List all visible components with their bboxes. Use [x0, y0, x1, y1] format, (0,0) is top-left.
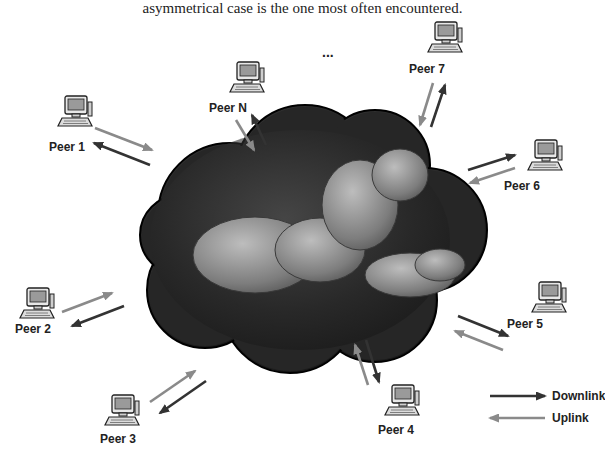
peer-label: Peer 2 — [0, 322, 68, 336]
peer-node: Peer 2 — [0, 322, 68, 336]
legend-label: Uplink — [552, 411, 589, 425]
link-arrows — [62, 83, 515, 413]
legend-entry: Uplink — [552, 411, 589, 425]
peer-node: Peer 4 — [361, 423, 431, 437]
peer-node: Peer N — [193, 101, 263, 115]
peer-node: Peer 3 — [83, 432, 153, 446]
peer-label: Peer 7 — [392, 62, 462, 76]
caption-fragment: asymmetrical case is the one most often … — [0, 0, 605, 17]
legend-label: Downlink — [552, 389, 605, 403]
peer-label: Peer 3 — [83, 432, 153, 446]
ellipsis-mark: ... — [322, 44, 352, 60]
peer-label: Peer 5 — [490, 317, 560, 331]
peer-node: Peer 5 — [490, 317, 560, 331]
peer-label: Peer 6 — [487, 179, 557, 193]
peer-node: Peer 6 — [487, 179, 557, 193]
peer-node: Peer 7 — [392, 62, 462, 76]
legend-entry: Downlink — [552, 389, 605, 403]
peer-label: Peer 1 — [32, 140, 102, 154]
computer-icons — [20, 22, 566, 425]
legend-samples — [490, 396, 545, 418]
peer-label: Peer N — [193, 101, 263, 115]
network-cloud — [140, 105, 487, 373]
peer-label: Peer 4 — [361, 423, 431, 437]
peer-node: Peer 1 — [32, 140, 102, 154]
